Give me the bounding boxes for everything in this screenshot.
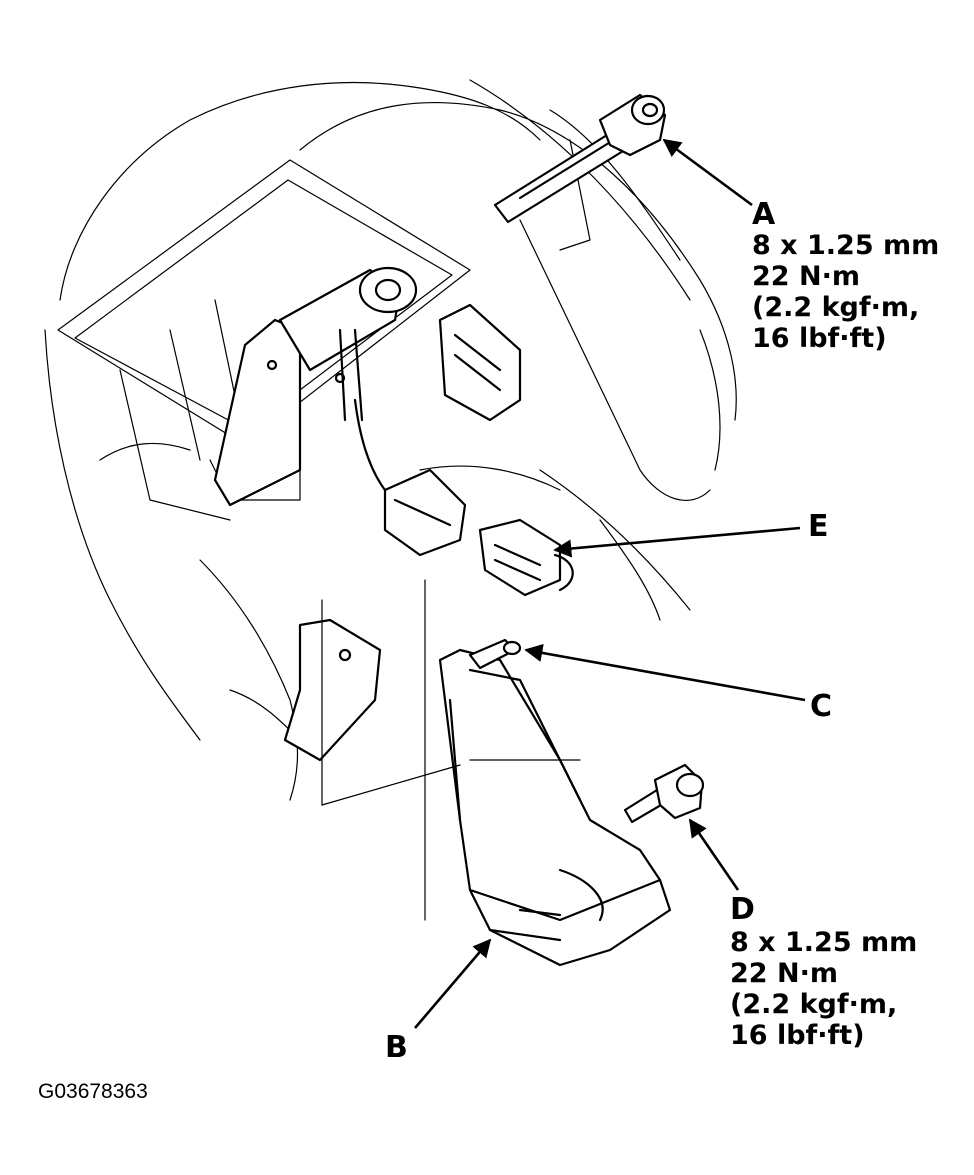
spec-a-torque-nm: 22 N·m [752,261,860,292]
stud-c [468,638,522,670]
callout-letter-d: D [730,892,755,927]
spec-a-torque-kgfm: (2.2 kgf·m, [752,292,920,323]
spec-d-torque-nm: 22 N·m [730,958,838,989]
lower-left-bracket [283,618,382,762]
upper-connector [438,303,522,422]
spec-d-thread: 8 x 1.25 mm [730,927,918,958]
figure-code: G03678363 [38,1080,148,1103]
callout-letter-b: B [385,1030,408,1065]
callout-arrows [414,138,806,1029]
callout-letter-a: A [752,197,776,232]
spec-a-thread: 8 x 1.25 mm [752,230,940,261]
bolt-d [623,763,705,824]
callout-letter-c: C [810,689,833,724]
mount-bracket [213,266,418,507]
callout-letter-e: E [808,509,829,544]
callout-spec-a: 8 x 1.25 mm 22 N·m (2.2 kgf·m, 16 lbf·ft… [752,230,939,354]
spec-a-torque-lbfft: 16 lbf·ft) [752,323,887,354]
callout-spec-d: 8 x 1.25 mm 22 N·m (2.2 kgf·m, 16 lbf·ft… [730,927,917,1051]
bolt-a [493,93,667,224]
spec-d-torque-lbfft: 16 lbf·ft) [730,1020,865,1051]
housing-outline [44,79,737,801]
harness-connector [353,398,467,557]
bracket-b [438,648,672,967]
spec-d-torque-kgfm: (2.2 kgf·m, [730,989,898,1020]
alignment-lines [321,579,581,921]
connector-e [478,518,574,597]
